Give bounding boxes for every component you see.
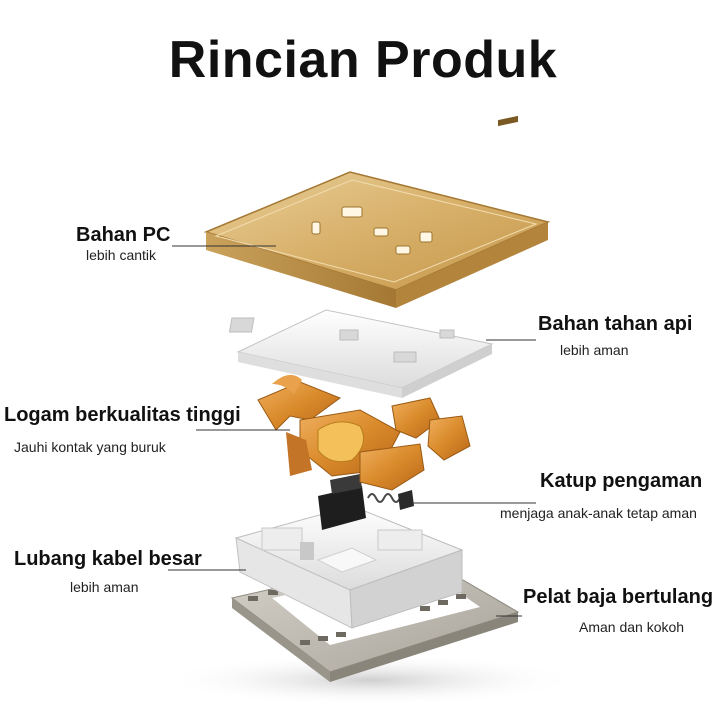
callout-title: Bahan tahan api <box>538 313 693 335</box>
copper-contacts <box>257 374 471 491</box>
page-title: Rincian Produk <box>168 31 558 89</box>
safety-shutter <box>318 474 414 530</box>
callout-steel-plate: Pelat baja bertulang Aman dan kokoh <box>523 586 713 635</box>
callout-desc: lebih aman <box>560 342 629 358</box>
callout-quality-metal: Logam berkualitas tinggi Jauhi kontak ya… <box>4 404 241 455</box>
callout-desc: Aman dan kokoh <box>579 619 685 635</box>
gold-face-panel <box>203 115 551 308</box>
callout-safety-shutter: Katup pengaman menjaga anak-anak tetap a… <box>500 470 702 521</box>
callout-title: Bahan PC <box>76 224 171 246</box>
leader-lines <box>168 245 536 617</box>
callout-desc: lebih aman <box>70 579 139 595</box>
callout-title: Katup pengaman <box>540 470 703 492</box>
callout-desc: lebih cantik <box>86 247 157 263</box>
callout-large-cable-hole: Lubang kabel besar lebih aman <box>14 548 202 595</box>
callout-fire-resistant: Bahan tahan api lebih aman <box>538 313 692 358</box>
fire-resistant-cover <box>228 309 494 398</box>
callout-desc: menjaga anak-anak tetap aman <box>500 505 697 521</box>
callout-pc-material: Bahan PC lebih cantik <box>76 224 170 263</box>
callout-desc: Jauhi kontak yang buruk <box>14 439 166 455</box>
floor-shadow <box>160 654 580 706</box>
callout-title: Pelat baja bertulang <box>523 586 714 608</box>
callout-title: Lubang kabel besar <box>14 548 202 570</box>
base-housing <box>234 505 464 629</box>
callout-title: Logam berkualitas tinggi <box>4 404 241 426</box>
